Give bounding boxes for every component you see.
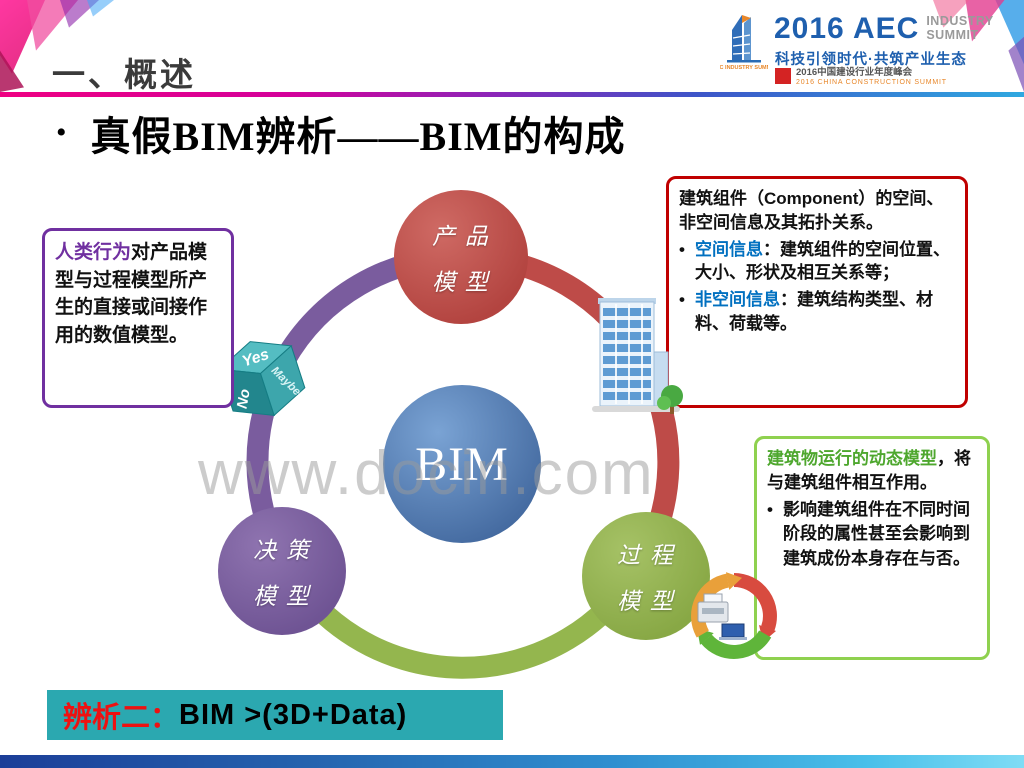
aec-tower-icon: AEC INDUSTRY SUMMIT [720, 15, 768, 71]
summit-seal-icon [775, 68, 791, 84]
dice-no-label: No [235, 388, 254, 410]
summit-name-en: 2016 CHINA CONSTRUCTION SUMMIT [796, 78, 947, 86]
callout-dynamic-model: 建筑物运行的动态模型，将与建筑组件相互作用。 • 影响建筑组件在不同时间阶段的属… [754, 436, 990, 660]
header-bar: 一、概述 AEC INDUSTRY SUMMIT 2016 AECINDUSTR… [0, 0, 1024, 93]
bim-center-circle: BIM [383, 385, 541, 543]
conclusion-label: 辨析二： [63, 702, 180, 734]
page-title: 一、概述 [52, 56, 196, 94]
summit-slogan: 科技引领时代·共筑产业生态 [775, 52, 967, 68]
bullet-icon: • [679, 290, 685, 310]
component-item-nonspatial: • 非空间信息：建筑结构类型、材料、荷载等。 [679, 288, 955, 336]
component-intro: 建筑组件（Component）的空间、非空间信息及其拓扑关系。 [679, 189, 944, 232]
process-cycle-icon [691, 572, 777, 659]
component-item-spatial: • 空间信息：建筑组件的空间位置、大小、形状及相互关系等； [679, 238, 955, 286]
summit-logo: AEC INDUSTRY SUMMIT 2016 AECINDUSTRYSUMM… [720, 6, 1010, 88]
dynamic-intro: 建筑物运行的动态模型，将与建筑组件相互作用。 [767, 449, 971, 493]
bottom-gradient-bar [0, 755, 1024, 768]
building-icon [592, 298, 683, 414]
brand-text: 2016 AEC [774, 12, 920, 45]
summit-name-cn: 2016中国建设行业年度峰会 [796, 67, 913, 78]
node-decision-model: 决 策 模 型 [218, 507, 346, 635]
bullet-icon: • [679, 239, 685, 259]
heading-bullet: • [56, 116, 67, 149]
callout-building-component: 建筑组件（Component）的空间、非空间信息及其拓扑关系。 • 空间信息：建… [666, 176, 968, 408]
printer-icon [697, 593, 729, 623]
header-divider [0, 92, 1024, 97]
bullet-icon: • [767, 500, 773, 520]
heading-text: 真假BIM辨析——BIM的构成 [90, 114, 626, 159]
conclusion-box: 辨析二： BIM >(3D+Data) [47, 690, 503, 740]
human-behavior-text: 对产品模型与过程模型所产生的直接或间接作用的数值模型。 [55, 242, 208, 346]
conclusion-formula: BIM >(3D+Data) [179, 698, 408, 731]
callout-human-behavior: 人类行为对产品模型与过程模型所产生的直接或间接作用的数值模型。 [42, 228, 234, 408]
aec-mark-caption: AEC INDUSTRY SUMMIT [720, 65, 768, 71]
human-behavior-highlight: 人类行为 [55, 242, 132, 263]
computer-icon [719, 623, 747, 640]
node-product-model: 产 品 模 型 [394, 190, 528, 324]
slide-heading: • 真假BIM辨析——BIM的构成 [56, 104, 626, 162]
summit-subtitle-row: 2016中国建设行业年度峰会 2016 CHINA CONSTRUCTION S… [775, 67, 947, 86]
dynamic-item: • 影响建筑组件在不同时间阶段的属性甚至会影响到建筑成份本身存在与否。 [767, 498, 977, 570]
